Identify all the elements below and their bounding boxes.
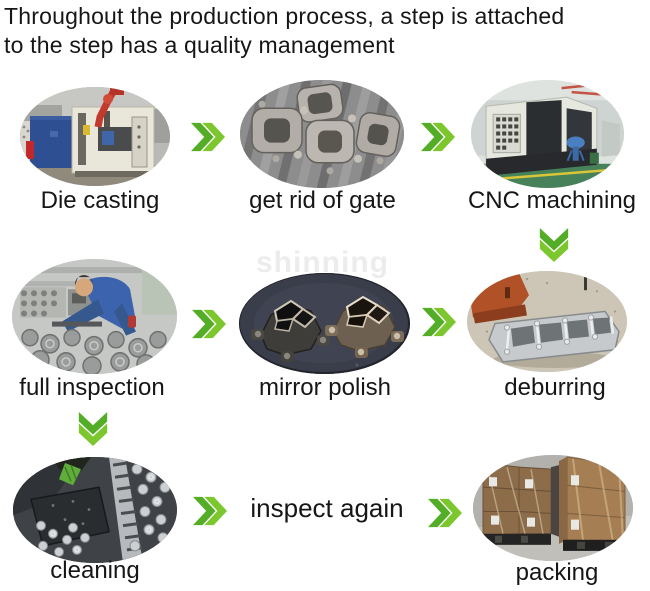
full-inspection-photo — [12, 259, 177, 374]
step-label-full-inspection: full inspection — [19, 374, 165, 401]
step-label-packing: packing — [515, 559, 599, 586]
cleaning-illustration — [13, 457, 177, 563]
gate-removal-illustration — [240, 80, 404, 188]
cleaning-photo — [13, 457, 177, 563]
flow-arrow-right-icon — [421, 122, 455, 157]
die-casting-illustration — [20, 87, 170, 186]
step-label-die-casting: Die casting — [40, 187, 160, 214]
flow-arrow-right-icon — [192, 309, 226, 344]
cnc-machining-photo — [471, 80, 624, 188]
flow-arrow-right-icon — [422, 307, 456, 342]
packing-photo — [473, 455, 633, 561]
die-casting-photo — [20, 87, 170, 186]
step-label-inspect-again: inspect again — [250, 493, 404, 523]
step-label-deburring: deburring — [504, 374, 606, 401]
polished-parts-illustration — [239, 273, 410, 374]
flow-arrow-down-icon — [78, 412, 108, 451]
deburring-illustration — [467, 271, 627, 372]
get-rid-of-gate-photo — [240, 80, 404, 188]
step-label-cnc-machining: CNC machining — [467, 187, 637, 214]
title-line-1: Throughout the production process, a ste… — [4, 3, 565, 29]
flow-arrow-down-icon — [539, 228, 569, 267]
flow-arrow-right-icon — [193, 496, 227, 531]
cnc-machine-illustration — [471, 80, 624, 188]
page-title: Throughout the production process, a ste… — [4, 2, 648, 60]
mirror-polish-photo — [239, 273, 410, 374]
flow-arrow-right-icon — [428, 498, 462, 533]
step-label-cleaning: cleaning — [50, 557, 140, 584]
inspection-illustration — [12, 259, 177, 374]
title-line-2: to the step has a quality management — [4, 32, 395, 58]
packing-illustration — [473, 455, 633, 561]
step-label-mirror-polish: mirror polish — [258, 374, 392, 401]
flow-arrow-right-icon — [191, 122, 225, 157]
deburring-photo — [467, 271, 627, 372]
step-label-get-rid-of-gate: get rid of gate — [249, 187, 396, 214]
